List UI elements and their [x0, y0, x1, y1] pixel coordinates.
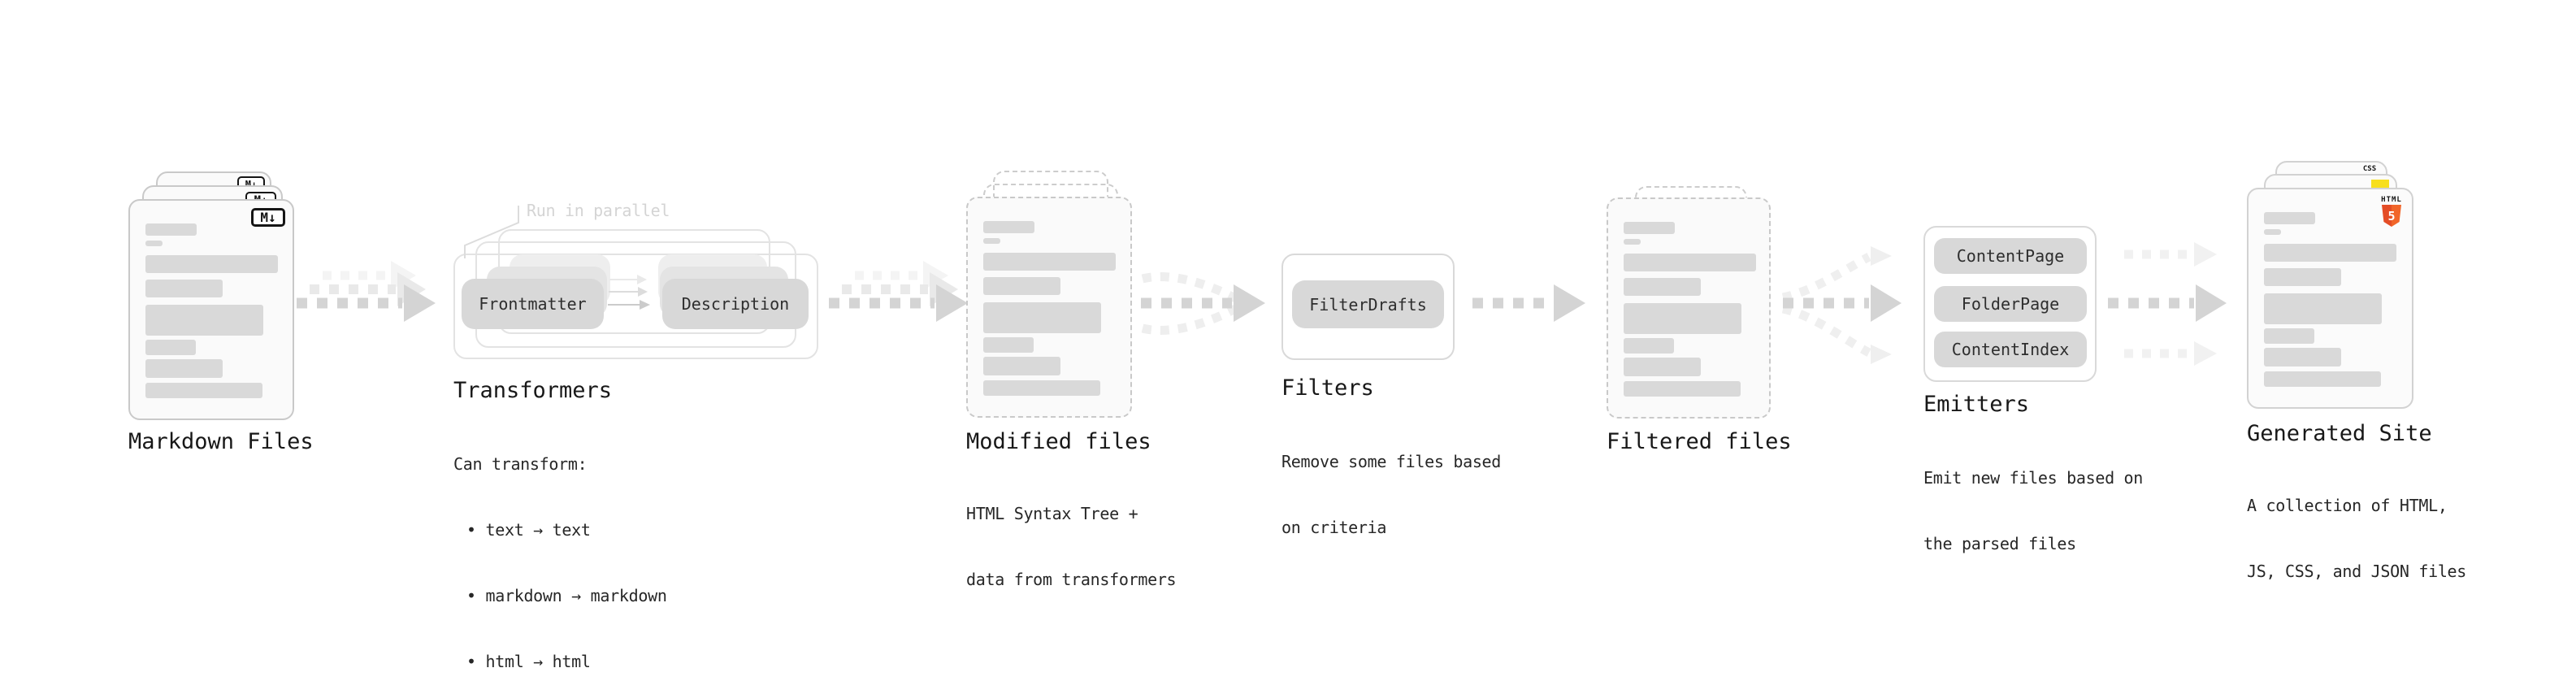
modified-file-card-front [966, 197, 1132, 418]
description-pill: Description [662, 279, 809, 329]
generated-file-card-front: HTML 5 [2247, 188, 2413, 409]
flow-arrow-markdown-to-transformers [297, 261, 436, 322]
transformers-bullet: • html → html [466, 652, 591, 671]
filterdrafts-pill: FilterDrafts [1292, 280, 1444, 328]
transformers-description: Can transform: • text → text • markdown … [453, 410, 667, 681]
filters-title: Filters [1281, 375, 1374, 401]
text-placeholder-bars [2264, 212, 2396, 387]
frontmatter-pill: Frontmatter [462, 279, 604, 329]
modified-files-title: Modified files [966, 429, 1151, 454]
generated-site-description: A collection of HTML, JS, CSS, and JSON … [2247, 496, 2467, 581]
run-in-parallel-annotation: Run in parallel [527, 201, 670, 220]
transformers-bullet: • markdown → markdown [466, 586, 667, 605]
flow-arrow-filters-to-filtered [1472, 284, 1585, 322]
transformer-step-arrows [608, 275, 650, 310]
flow-arrows-emitters-to-generated [2108, 242, 2227, 366]
html5-icon: HTML 5 [2379, 196, 2404, 227]
js-icon [2371, 180, 2389, 190]
emitters-description: Emit new files based on the parsed files [1923, 468, 2144, 553]
text-placeholder-bars [145, 223, 278, 398]
filtered-files-title: Filtered files [1607, 429, 1792, 454]
modified-files-description: HTML Syntax Tree + data from transformer… [966, 504, 1177, 589]
flow-arrow-filtered-to-emitters [1781, 246, 1902, 364]
flow-arrow-transformers-to-modified [829, 261, 968, 322]
text-placeholder-bars [983, 221, 1116, 396]
transformers-desc-heading: Can transform: [453, 454, 588, 474]
generated-site-title: Generated Site [2247, 421, 2432, 446]
markdown-file-card-front: M↓ [128, 199, 294, 420]
markdown-icon: M↓ [251, 208, 285, 227]
emitters-title: Emitters [1923, 392, 2030, 417]
flow-arrow-modified-to-filters [1141, 272, 1265, 335]
filters-description: Remove some files based on criteria [1281, 452, 1502, 537]
folderpage-pill: FolderPage [1934, 286, 2087, 322]
transformers-title: Transformers [453, 378, 613, 403]
transformers-bullet: • text → text [466, 520, 591, 540]
text-placeholder-bars [1624, 222, 1756, 397]
contentindex-pill: ContentIndex [1934, 332, 2087, 367]
transformer-box-front [453, 254, 818, 359]
filtered-file-card-front [1607, 197, 1771, 419]
run-in-parallel-leader-line [464, 206, 519, 258]
markdown-files-title: Markdown Files [128, 429, 314, 454]
contentpage-pill: ContentPage [1934, 238, 2087, 274]
